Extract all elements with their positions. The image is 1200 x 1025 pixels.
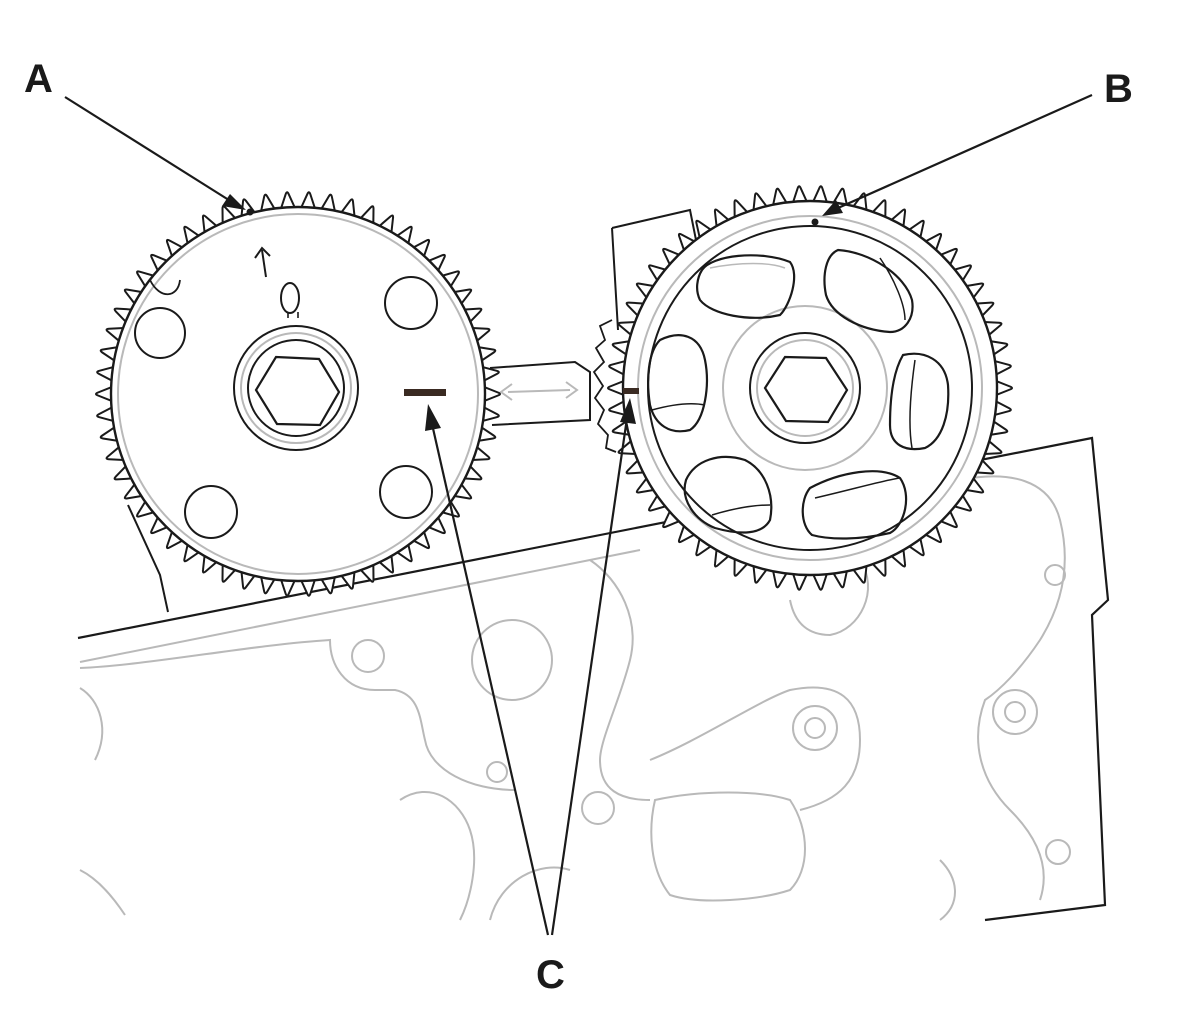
- left-bracket: [127, 504, 169, 613]
- exhaust-sprocket-teeth: [607, 185, 1013, 591]
- exhaust-window: [888, 352, 950, 451]
- exhaust-window: [683, 455, 773, 534]
- exhaust-window: [696, 254, 796, 319]
- intake-hole: [134, 307, 186, 359]
- arrowhead-c1: [425, 404, 441, 431]
- arrowhead-b: [822, 200, 843, 216]
- intake-hole: [379, 465, 433, 519]
- leader-line-a: [64, 96, 233, 203]
- exhaust-top-mark: [811, 218, 819, 226]
- intake-hole: [384, 276, 438, 330]
- exhaust-hex-bolt: [763, 355, 849, 424]
- sprocket-tooth-ring: [607, 185, 1013, 591]
- exhaust-alignment-mark: [623, 388, 639, 394]
- arrowhead-a: [222, 194, 246, 210]
- intake-dowel-slot: [280, 282, 300, 314]
- intake-alignment-mark: [404, 389, 446, 396]
- leader-lines: [64, 93, 1093, 936]
- callout-a: A: [24, 57, 53, 101]
- intake-hole: [184, 485, 238, 539]
- leader-line-c2: [550, 417, 629, 936]
- intake-hex-bolt: [254, 355, 341, 427]
- leader-line-b: [837, 93, 1093, 210]
- arrowhead-c2: [620, 398, 636, 424]
- arrow-up-icon: [254, 246, 271, 278]
- leader-line-c1: [430, 423, 550, 936]
- gear-link: [489, 360, 591, 426]
- exhaust-window: [647, 334, 708, 433]
- exhaust-hub-ring: [749, 332, 861, 444]
- exhaust-cam-sprocket: [592, 185, 1013, 591]
- intake-hub-ring: [233, 325, 359, 451]
- intake-sprocket-teeth: [95, 191, 501, 597]
- callout-b: B: [1104, 67, 1133, 111]
- cylinder-head: [77, 208, 1110, 922]
- rear-gear-edge: [592, 319, 617, 453]
- intake-top-mark: [246, 208, 254, 216]
- exhaust-window: [801, 470, 908, 540]
- callout-c: C: [536, 953, 565, 997]
- sprocket-tooth-ring: [95, 191, 501, 597]
- intake-cam-sprocket: [95, 191, 501, 597]
- exhaust-window: [823, 248, 914, 334]
- double-arrow-icon: [499, 381, 579, 401]
